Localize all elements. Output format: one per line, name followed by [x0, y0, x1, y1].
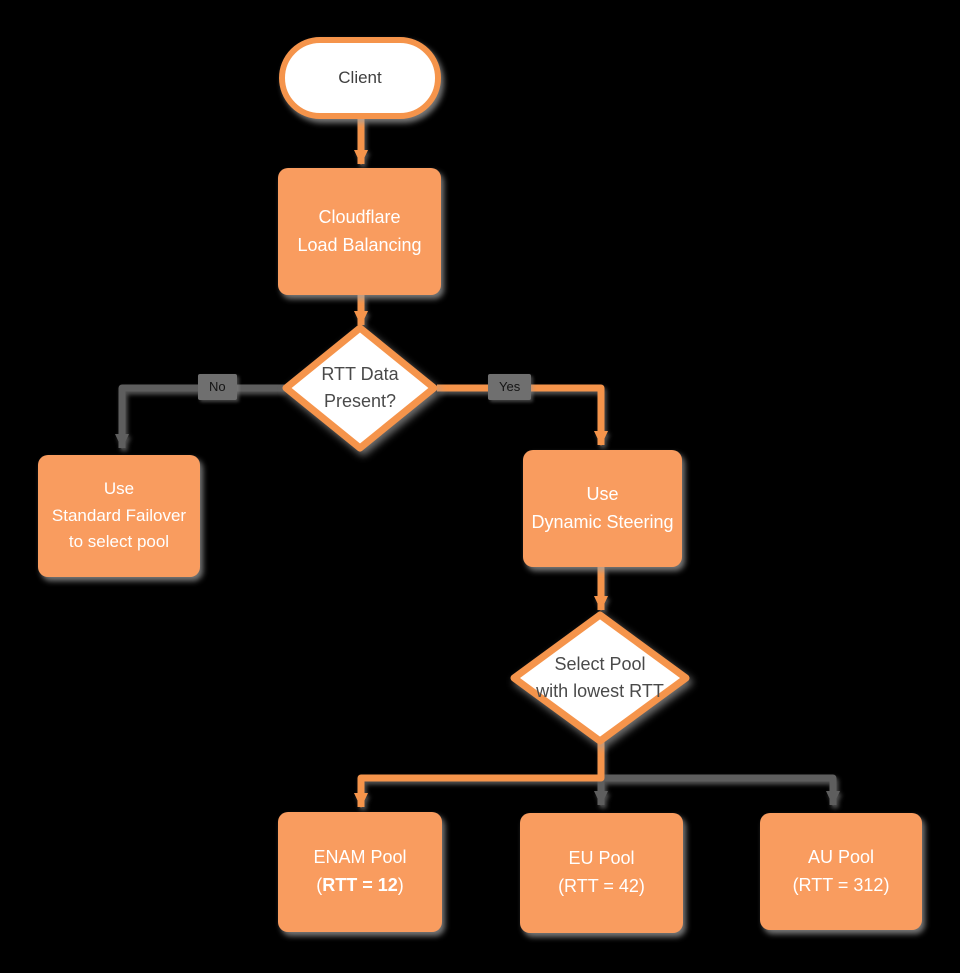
node-rtt-data-present-label: RTT Data Present? [321, 364, 399, 411]
edge-label-no: No [198, 374, 237, 400]
node-eu-pool: EU Pool (RTT = 42) [520, 813, 683, 933]
node-load-balancing: Cloudflare Load Balancing [278, 168, 441, 295]
node-rtt-data-present: RTT Data Present? [282, 324, 438, 452]
node-au-pool: AU Pool (RTT = 312) [760, 813, 922, 930]
node-standard-failover: Use Standard Failover to select pool [38, 455, 200, 577]
node-dynamic-steering-label: Use Dynamic Steering [531, 483, 674, 532]
node-client: Client [279, 37, 441, 119]
node-dynamic-steering: Use Dynamic Steering [523, 450, 682, 567]
enam-rtt-close: ) [397, 875, 404, 895]
node-select-pool: Select Pool with lowest RTT [510, 611, 690, 745]
node-enam-pool-label: ENAM Pool (RTT = 12) [313, 816, 406, 928]
enam-rtt-open: ( [316, 875, 323, 895]
au-pool-rtt: (RTT = 312) [792, 874, 890, 895]
node-client-label: Client [338, 68, 382, 87]
diamond-shape [282, 324, 438, 452]
edge-selectpool-to-au [601, 774, 840, 806]
diamond-shape [510, 611, 690, 745]
enam-pool-rtt: (RTT = 12) [313, 872, 406, 900]
edge-selectpool-to-enam [354, 742, 605, 808]
node-au-pool-label: AU Pool (RTT = 312) [793, 816, 890, 928]
node-eu-pool-label: EU Pool (RTT = 42) [558, 817, 645, 929]
enam-rtt-value: RTT = 12 [322, 875, 398, 895]
edge-label-yes: Yes [488, 374, 532, 400]
node-select-pool-label: Select Pool with lowest RTT [536, 654, 664, 701]
eu-pool-title: EU Pool [568, 848, 635, 869]
node-enam-pool: ENAM Pool (RTT = 12) [278, 812, 442, 932]
node-standard-failover-label: Use Standard Failover to select pool [51, 479, 187, 552]
node-load-balancing-label: Cloudflare Load Balancing [297, 206, 422, 255]
eu-pool-rtt: (RTT = 42) [558, 876, 645, 896]
au-pool-title: AU Pool [807, 846, 875, 867]
enam-pool-title: ENAM Pool [313, 847, 407, 868]
